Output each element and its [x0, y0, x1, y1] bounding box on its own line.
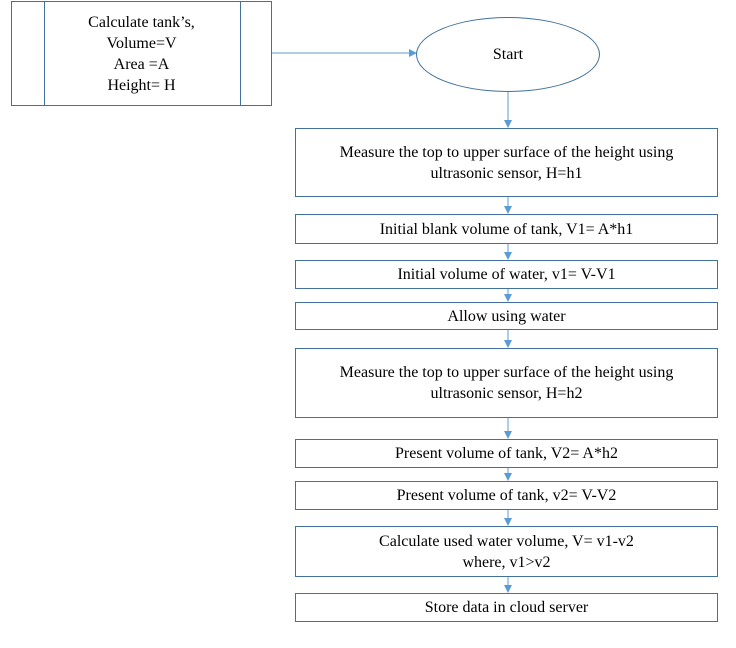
- step-present-volume-v2: Present volume of tank, v2= V-V2: [295, 481, 718, 510]
- predef-line-1: Calculate tank’s,: [88, 13, 195, 31]
- step-5-line-2: ultrasonic sensor, H=h2: [430, 385, 583, 402]
- step-calculate-used-water: Calculate used water volume, V= v1-v2 wh…: [295, 526, 718, 577]
- step-store-cloud: Store data in cloud server: [295, 593, 718, 622]
- step-4-line-1: Allow using water: [447, 307, 566, 325]
- predef-line-3: Area =A: [113, 55, 170, 73]
- step-1-line-1: Measure the top to upper surface of the …: [339, 143, 674, 161]
- step-6-line-1: Present volume of tank, V2= A*h2: [395, 445, 618, 462]
- start-terminal: Start: [416, 17, 600, 92]
- predef-right-bar: [240, 2, 241, 105]
- step-measure-h1: Measure the top to upper surface of the …: [295, 128, 718, 197]
- step-3-line-1: Initial volume of water, v1= V-V1: [397, 266, 616, 283]
- step-initial-water-volume: Initial volume of water, v1= V-V1: [295, 260, 718, 289]
- predef-line-4: Height= H: [107, 76, 176, 94]
- predef-line-2: Volume=V: [106, 34, 177, 52]
- step-initial-blank-volume: Initial blank volume of tank, V1= A*h1: [295, 214, 718, 244]
- step-present-volume-V2: Present volume of tank, V2= A*h2: [295, 439, 718, 468]
- step-8-line-2: where, v1>v2: [462, 553, 551, 571]
- step-8-line-1: Calculate used water volume, V= v1-v2: [379, 532, 634, 550]
- step-9-line-1: Store data in cloud server: [424, 599, 589, 616]
- step-7-line-1: Present volume of tank, v2= V-V2: [396, 487, 617, 504]
- step-2-line-1: Initial blank volume of tank, V1= A*h1: [379, 220, 634, 238]
- step-1-line-2: ultrasonic sensor, H=h1: [430, 164, 583, 182]
- step-measure-h2: Measure the top to upper surface of the …: [295, 348, 718, 418]
- predef-left-bar: [44, 2, 45, 105]
- step-5-line-1: Measure the top to upper surface of the …: [339, 364, 674, 381]
- predefined-process-calculate-tank: Calculate tank’s, Volume=V Area =A Heigh…: [11, 1, 272, 106]
- start-label: Start: [492, 45, 524, 63]
- step-allow-using-water: Allow using water: [295, 302, 718, 330]
